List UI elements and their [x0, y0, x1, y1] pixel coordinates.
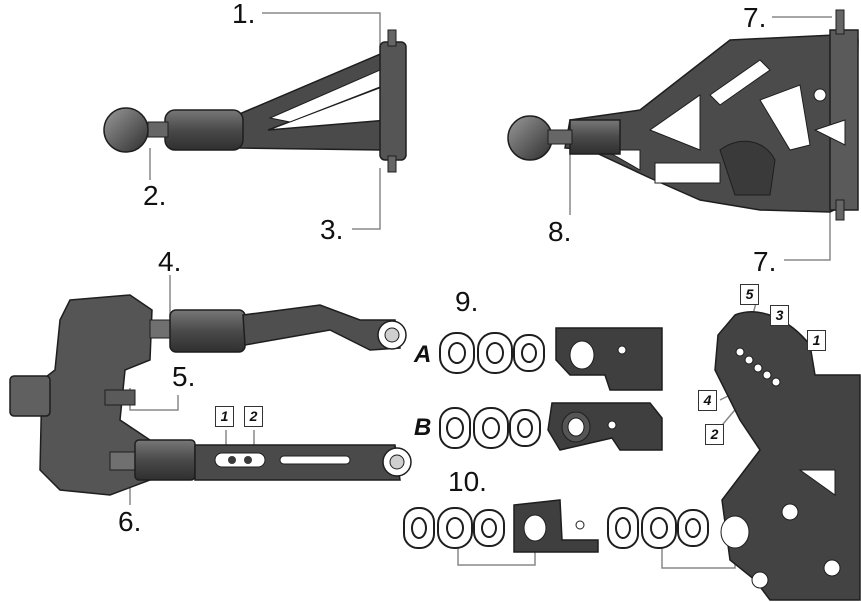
- label-variant-a: A: [414, 341, 432, 368]
- label-variant-b: B: [414, 414, 432, 441]
- label-3: 3.: [320, 214, 344, 245]
- label-2: 2.: [143, 180, 167, 211]
- label-4: 4.: [158, 246, 182, 277]
- hole-box-tower-3: 3: [770, 305, 789, 326]
- hole-box-tower-1: 1: [807, 330, 826, 351]
- plate-10: [513, 499, 599, 553]
- hole-box-arm-1: 1: [215, 406, 234, 427]
- hole-box-tower-2: 2: [705, 424, 724, 445]
- label-9: 9.: [455, 286, 479, 317]
- label-6: 6.: [118, 506, 142, 537]
- lower-a-arm: [507, 9, 859, 221]
- hub-carrier-assembly: [9, 294, 412, 496]
- shock-tower: [714, 311, 861, 601]
- label-7-bottom: 7.: [753, 246, 777, 277]
- hole-box-tower-4: 4: [698, 390, 717, 411]
- label-1: 1.: [232, 0, 256, 29]
- plate-a: [555, 327, 663, 391]
- washer-set-b: [439, 407, 541, 449]
- label-7-top: 7.: [743, 2, 767, 33]
- plate-b: [547, 402, 663, 451]
- washer-set-10-right: [607, 507, 709, 549]
- washer-set-a: [439, 332, 545, 374]
- washer-set-10-left: [403, 507, 505, 549]
- label-8: 8.: [548, 216, 572, 247]
- label-10: 10.: [448, 466, 487, 497]
- hole-box-arm-2: 2: [244, 406, 263, 427]
- label-5: 5.: [172, 361, 196, 392]
- hole-box-tower-5: 5: [740, 284, 759, 305]
- upper-a-arm: [103, 29, 407, 173]
